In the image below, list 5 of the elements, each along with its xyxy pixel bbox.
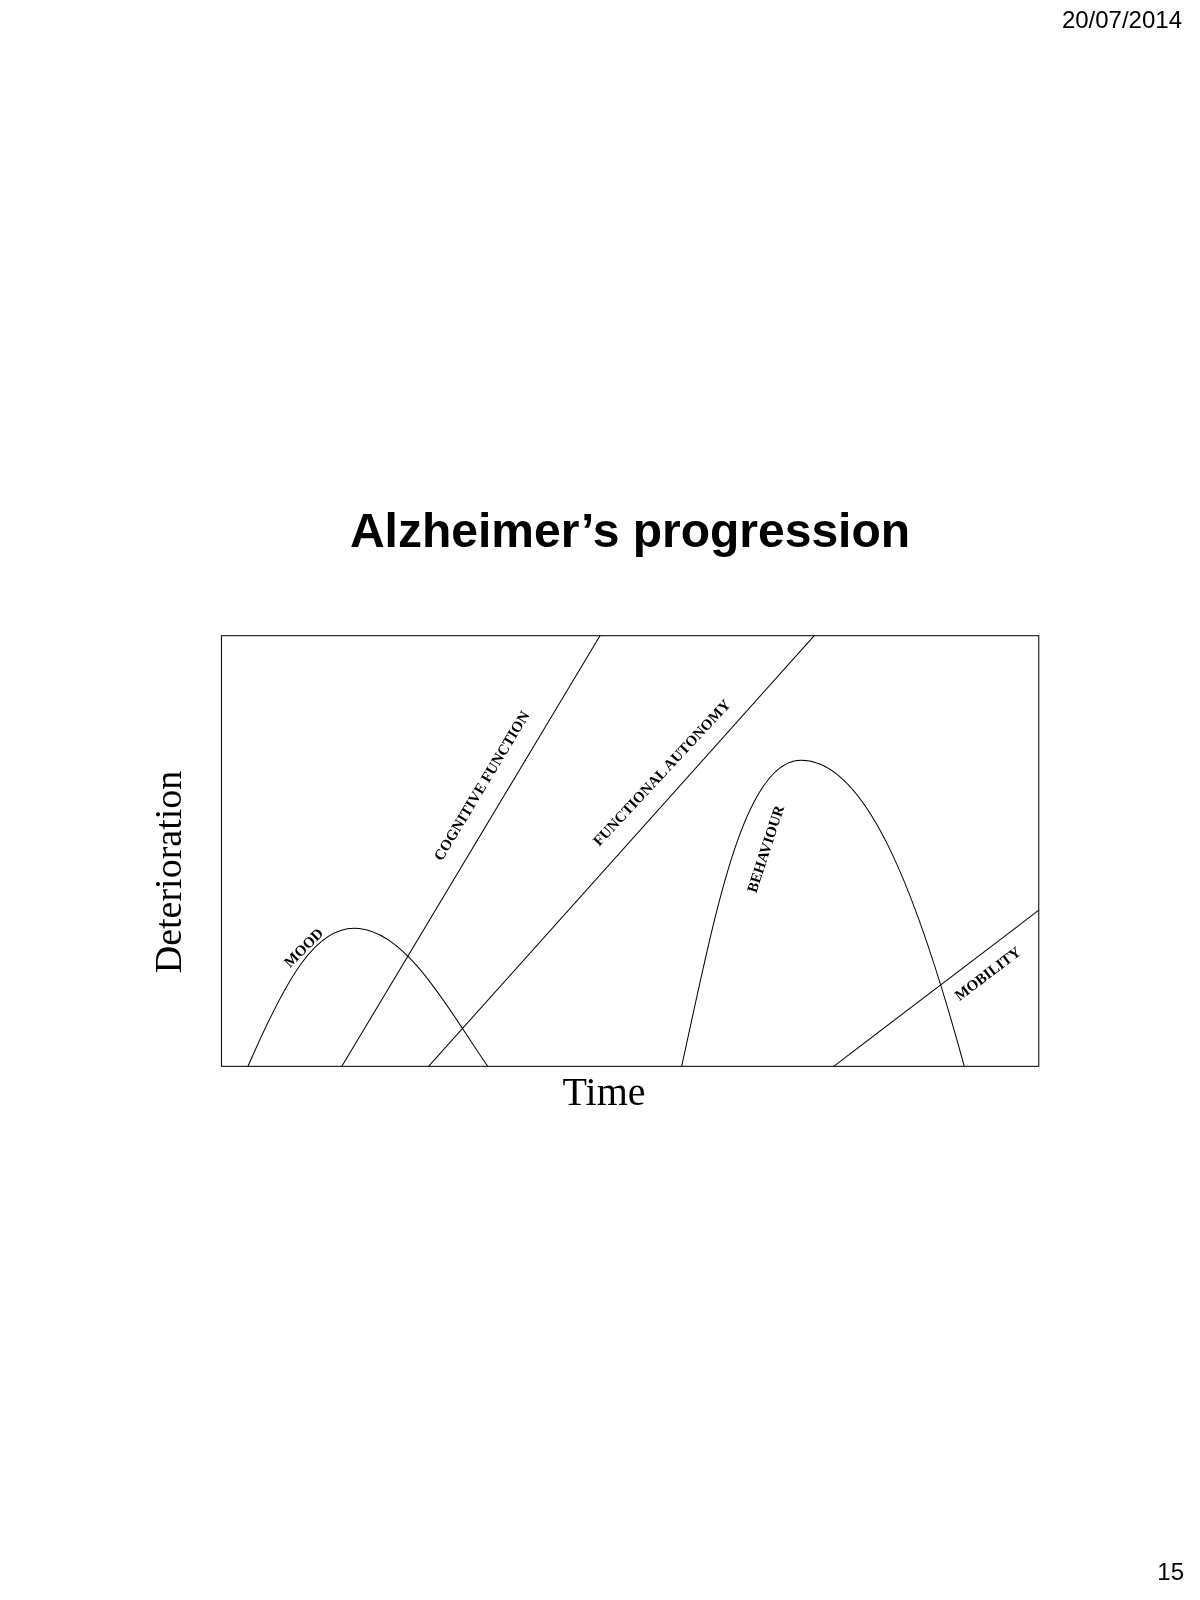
x-axis-label: Time bbox=[562, 1072, 646, 1112]
slide-title: Alzheimer’s progression bbox=[349, 503, 911, 559]
y-axis-label: Deterioration bbox=[149, 770, 187, 974]
date-text: 20/07/2014 bbox=[1061, 8, 1182, 32]
page-number: 15 bbox=[1157, 1560, 1184, 1584]
